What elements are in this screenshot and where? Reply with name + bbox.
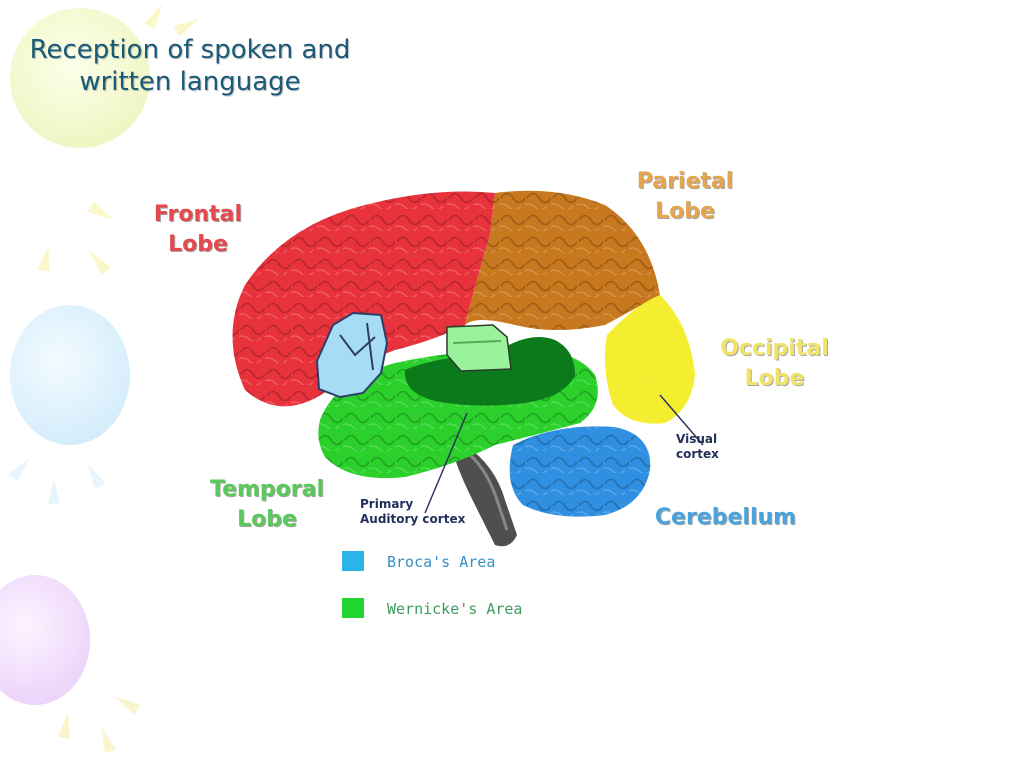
ray-decoration	[85, 247, 111, 275]
brainstem-shade	[468, 453, 509, 531]
auditory-cortex-stroke	[452, 340, 502, 344]
primary-auditory-cortex-region	[446, 324, 512, 372]
auditory-cortex-pointer	[424, 412, 468, 514]
occipital-lobe-label-line-1: Occipital	[720, 336, 829, 361]
legend-label-broca: Broca's Area	[387, 553, 496, 571]
temporal-lobe-label: Temporal Lobe	[198, 475, 336, 535]
broca-area-stroke	[339, 322, 376, 371]
ray-decoration	[87, 201, 117, 225]
ray-decoration	[111, 691, 141, 715]
wernicke-swatch	[342, 598, 364, 618]
parietal-lobe-label-line-1: Parietal	[636, 169, 734, 194]
parietal-lobe-label-line-2: Lobe	[655, 199, 715, 224]
occipital-lobe-speckle	[605, 295, 695, 424]
auditory-cortex-label-line-2: Auditory cortex	[360, 512, 466, 526]
ray-decoration	[37, 244, 55, 272]
parietal-lobe-label: Parietal Lobe	[625, 167, 745, 227]
frontal-lobe-label-line-1: Frontal	[153, 202, 243, 227]
legend-label-wernicke: Wernicke's Area	[387, 600, 523, 618]
brainstem	[453, 445, 517, 547]
broca-area	[315, 311, 389, 399]
cerebellum-label: Cerebellum	[654, 505, 797, 530]
occipital-lobe-label: Occipital Lobe	[707, 334, 842, 394]
cerebellum-folds	[509, 426, 651, 517]
visual-cortex-pointer	[659, 394, 704, 446]
frontal-lobe-label: Frontal Lobe	[148, 200, 248, 260]
visual-cortex-label-line-2: cortex	[676, 447, 719, 461]
broca-swatch	[342, 551, 364, 571]
ray-decoration	[95, 724, 117, 754]
slide-title: Reception of spoken and written language	[10, 34, 370, 98]
blue-balloon-decoration	[10, 305, 130, 445]
frontal-lobe-label-line-2: Lobe	[168, 232, 228, 257]
ray-decoration	[57, 711, 75, 739]
title-line-1: Reception of spoken and	[29, 35, 351, 65]
ray-decoration	[82, 460, 106, 490]
ray-decoration	[144, 0, 168, 30]
auditory-cortex-label-line-1: Primary	[360, 497, 414, 511]
title-line-2: written language	[79, 67, 301, 97]
ray-decoration	[48, 478, 60, 504]
parietal-lobe-folds	[465, 190, 660, 330]
brain-diagram	[135, 165, 845, 625]
pink-balloon-decoration	[0, 575, 90, 705]
frontal-lobe-folds	[232, 191, 495, 407]
ray-decoration	[8, 454, 34, 482]
occipital-lobe-label-line-2: Lobe	[744, 366, 805, 391]
wernicke-area	[404, 336, 575, 406]
visual-cortex-label: Visual cortex	[676, 432, 736, 462]
visual-cortex-label-line-1: Visual	[676, 432, 718, 446]
brain-illustration	[232, 190, 704, 547]
temporal-lobe-label-line-1: Temporal	[209, 477, 325, 502]
yellow-balloon-decoration	[10, 8, 150, 148]
primary-auditory-cortex-label: Primary Auditory cortex	[360, 497, 500, 527]
temporal-lobe-label-line-2: Lobe	[237, 507, 297, 532]
